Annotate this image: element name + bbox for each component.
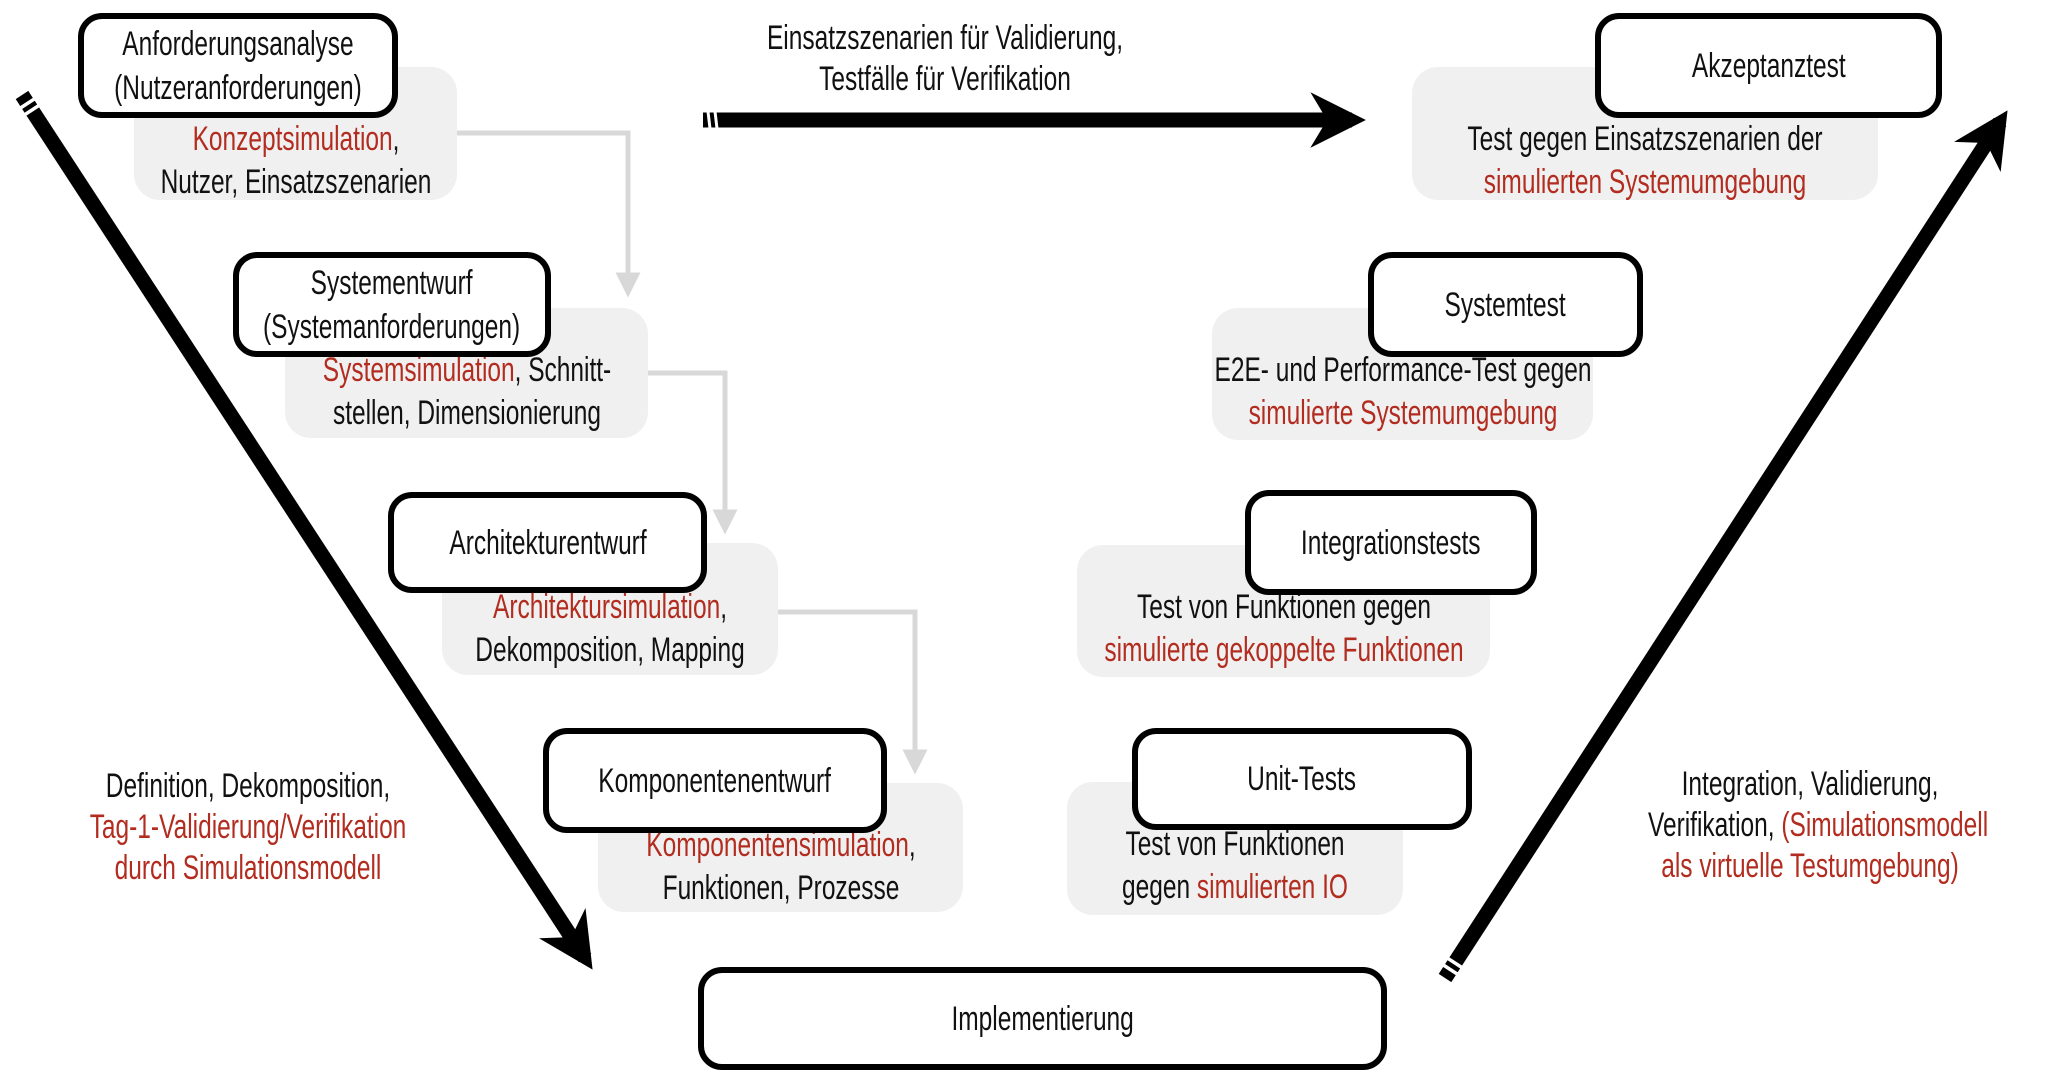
stage-title: Systementwurf [311,263,473,302]
stage-box-systementwurf: Systementwurf (Systemanforderungen) [233,252,551,357]
arrow-break-mark [1442,954,1467,972]
note-line: simulierte Systemumgebung [1248,394,1557,432]
left-leg-line: Definition, Dekomposition, [105,767,391,805]
note-line: Funktionen, Prozesse [662,869,899,907]
right-leg-label: Integration, Validierung, Verifikation, … [1585,764,2035,887]
stage-title: Systemtest [1444,285,1567,324]
stage-title: Anforderungsanalyse [122,24,354,63]
note-black-text: gegen [1122,868,1197,906]
note-black-text: , [720,588,728,626]
arrow-break-mark [712,102,720,138]
right-leg-line: als virtuelle Testumgebung) [1661,847,1959,885]
top-flow-line: Testfälle für Verifikation [819,60,1071,98]
stage-box-integrationstests: Integrationstests [1245,490,1537,595]
arrow-break-mark [19,101,44,119]
stage-box-systemtest: Systemtest [1368,252,1643,357]
note-line: simulierte gekoppelte Funktionen [1103,631,1464,669]
note-line: stellen, Dimensionierung [332,394,601,432]
stage-title: (Nutzeranforderungen) [114,68,362,107]
stage-title: (Systemanforderungen) [263,307,521,346]
stage-box-architekturentwurf: Architekturentwurf [388,492,707,593]
note-black-text: Verifikation, [1648,806,1782,844]
stage-box-unit-tests: Unit-Tests [1132,728,1472,830]
left-leg-line: durch Simulationsmodell [114,849,382,887]
left-leg-label: Definition, Dekomposition, Tag-1-Validie… [28,766,468,889]
note-black-text: , [392,120,399,158]
stage-title: Implementierung [951,999,1134,1038]
note-line: Nutzer, Einsatzszenarien [160,163,431,201]
stage-title: Akzeptanztest [1691,46,1846,85]
note-red-text: Konzeptsimulation [192,120,393,158]
stage-box-implementierung: Implementierung [698,967,1387,1070]
top-flow-line: Einsatzszenarien für Validierung, [766,19,1124,57]
note-line: simulierten Systemumgebung [1483,163,1807,201]
left-leg-line: Tag-1-Validierung/Verifikation [89,808,407,846]
arrow-break-mark [705,102,713,138]
stage-title: Integrationstests [1301,523,1481,562]
arrow-break-mark [15,94,40,112]
note-red-text: (Simulationsmodell [1781,806,1989,844]
stage-box-akzeptanztest: Akzeptanztest [1595,13,1942,118]
note-line: Dekomposition, Mapping [475,631,745,669]
arrow-break-mark [1438,961,1463,979]
top-flow-label: Einsatzszenarien für Validierung, Testfä… [685,18,1205,100]
stage-title: Komponentenentwurf [598,761,832,800]
note-line: Test gegen Einsatzszenarien der [1467,120,1823,158]
stage-box-komponentenentwurf: Komponentenentwurf [543,728,887,833]
note-red-text: Architektursimulation [492,588,721,626]
right-leg-line: Verifikation, (Simulationsmodell [1648,805,1988,846]
note-black-text: , [908,826,916,864]
validation-flow-arrow [703,92,1366,148]
stage-title: Unit-Tests [1247,760,1357,798]
note-line: gegen simulierten IO [1122,866,1348,909]
right-leg-line: Integration, Validierung, [1681,765,1939,803]
note-line: Test von Funktionen [1125,825,1345,863]
note-line: Konzeptsimulation, [160,118,431,161]
stage-title: Architekturentwurf [448,523,647,562]
note-red-text: simulierten IO [1196,868,1348,906]
stage-box-anforderungsanalyse: Anforderungsanalyse (Nutzeranforderungen… [78,13,398,118]
